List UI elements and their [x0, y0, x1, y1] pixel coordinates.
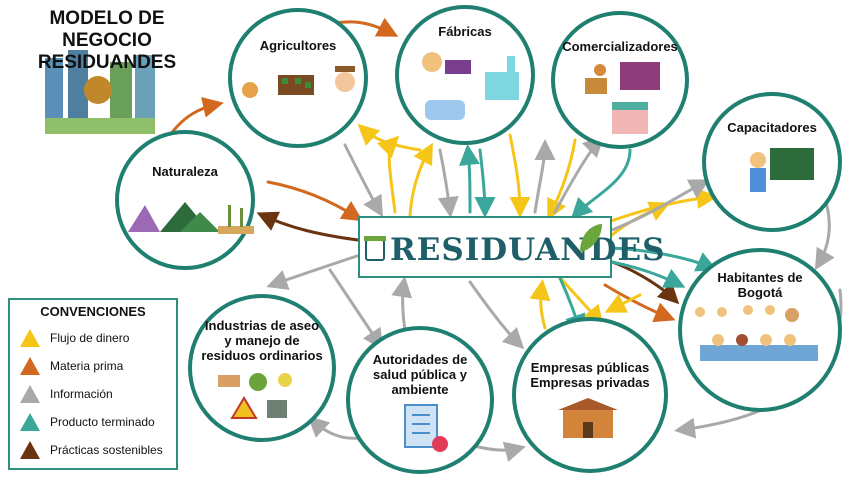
arrow-sust — [256, 211, 360, 242]
label-habitantes: Habitantes de Bogotá — [700, 270, 820, 300]
arrow-product — [474, 148, 496, 218]
arrow-money — [604, 293, 642, 313]
node-autoridades — [346, 326, 494, 474]
industrias-line-3: residuos ordinarios — [201, 348, 323, 363]
label-naturaleza: Naturaleza — [152, 164, 218, 179]
arrow-product — [610, 260, 686, 288]
label-agricultores: Agricultores — [259, 38, 337, 53]
legend-title: CONVENCIONES — [40, 304, 146, 319]
node-naturaleza — [115, 130, 255, 270]
triangle-icon — [20, 413, 40, 431]
autoridades-line-1: Autoridades de — [372, 352, 468, 367]
citizens-icon — [695, 305, 818, 361]
arrow-info — [468, 280, 525, 350]
legend-label: Materia prima — [50, 359, 124, 373]
arrow-money — [357, 123, 422, 152]
legend-label: Prácticas sostenibles — [50, 443, 163, 457]
arrow-info — [437, 148, 459, 218]
label-fabricas: Fábricas — [438, 24, 492, 39]
label-industrias: Industrias de aseo y manejo de residuos … — [197, 318, 327, 363]
label-autoridades: Autoridades de salud pública y ambiente — [362, 352, 478, 397]
commerce-icon — [585, 62, 660, 134]
arrow-info — [533, 139, 556, 214]
legend: CONVENCIONES Flujo de dinero Materia pri… — [8, 298, 178, 470]
arrow-money — [556, 273, 604, 327]
arrow-product — [570, 148, 632, 220]
center-residuandes-box: RESIDUANDES — [358, 216, 665, 278]
leaf-icon — [580, 224, 602, 252]
node-industrias — [188, 294, 336, 442]
title-line-1: MODELO DE NEGOCIO — [49, 8, 165, 51]
arrow-info — [328, 268, 384, 350]
triangle-icon — [20, 357, 40, 375]
label-comercializadores: Comercializadores — [562, 39, 678, 54]
legend-label: Producto terminado — [50, 415, 155, 429]
label-empresas: Empresas públicas Empresas privadas — [525, 360, 655, 390]
habitantes-line-1: Habitantes de — [717, 270, 803, 285]
agriculture-icon — [242, 66, 355, 98]
triangle-icon — [20, 385, 40, 403]
building-icon — [558, 398, 618, 438]
triangle-icon — [20, 441, 40, 459]
factory-icon — [422, 52, 519, 120]
arrow-info — [343, 143, 384, 218]
trainer-icon — [750, 148, 814, 192]
arrow-raw — [603, 283, 676, 323]
node-habitantes — [678, 248, 842, 412]
industrias-line-2: y manejo de — [224, 333, 300, 348]
residuandes-logo-illustration — [45, 50, 155, 134]
arrow-money — [598, 187, 718, 227]
legend-label: Información — [50, 387, 113, 401]
arrow-money — [529, 279, 551, 330]
legend-label: Flujo de dinero — [50, 331, 130, 345]
arrow-product — [610, 246, 718, 272]
empresas-line-2: Empresas privadas — [530, 375, 650, 390]
arrow-info — [266, 253, 362, 290]
autoridades-line-2: salud pública y — [373, 367, 467, 382]
arrow-money — [376, 135, 400, 214]
habitantes-line-2: Bogotá — [737, 285, 783, 300]
arrow-raw — [266, 180, 364, 222]
page-title: MODELO DE NEGOCIO RESIDUANDES — [2, 8, 212, 74]
arrow-info — [307, 415, 362, 440]
autoridades-line-3: ambiente — [391, 382, 449, 397]
nature-icon — [128, 202, 254, 234]
label-capacitadores: Capacitadores — [727, 120, 817, 135]
arrow-money — [547, 138, 577, 221]
waste-icon — [218, 373, 292, 419]
trash-bin-icon — [364, 236, 386, 261]
industrias-line-1: Industrias de aseo — [204, 318, 320, 333]
arrow-product — [459, 144, 480, 214]
arrow-raw — [168, 97, 224, 137]
arrow-money — [408, 142, 433, 217]
title-line-2: RESIDUANDES — [37, 52, 177, 73]
center-label: RESIDUANDES — [390, 232, 666, 268]
node-empresas — [512, 317, 668, 473]
triangle-icon — [20, 329, 40, 347]
arrow-info — [391, 276, 413, 332]
document-icon — [404, 404, 448, 452]
empresas-line-1: Empresas públicas — [530, 360, 650, 375]
arrow-info — [610, 179, 711, 232]
arrow-money — [508, 133, 531, 218]
